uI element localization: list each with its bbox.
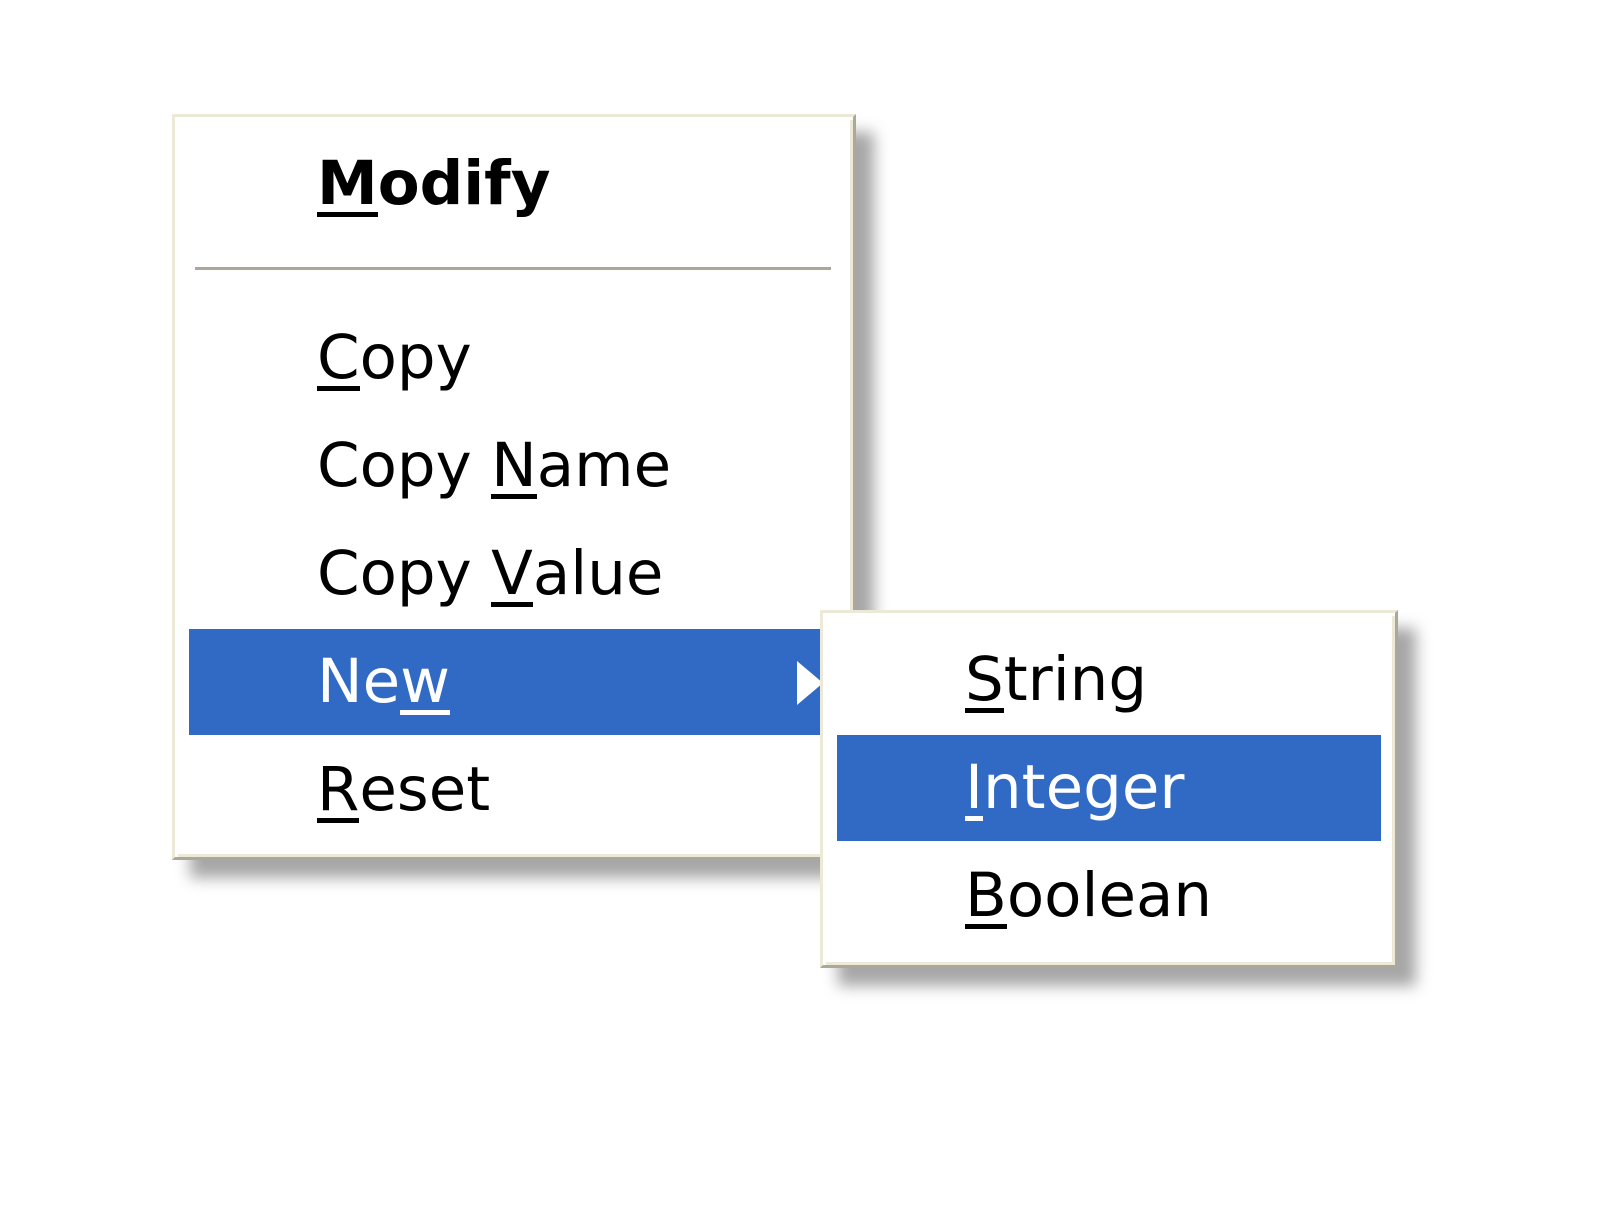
menu-item-label: Copy Value xyxy=(317,538,664,609)
menu-item-label: String xyxy=(965,644,1148,715)
mnemonic: S xyxy=(965,644,1004,715)
mnemonic: I xyxy=(965,752,983,823)
mnemonic: M xyxy=(317,148,378,219)
menu-item-copy[interactable]: Copy xyxy=(189,305,839,411)
submenu-item-boolean[interactable]: Boolean xyxy=(837,843,1381,949)
mnemonic: C xyxy=(317,322,360,393)
menu-item-label: Integer xyxy=(965,752,1185,823)
mnemonic: N xyxy=(491,430,537,501)
menu-item-copy-name[interactable]: Copy Name xyxy=(189,413,839,519)
mnemonic: B xyxy=(965,860,1007,931)
menu-item-label: Modify xyxy=(317,148,551,219)
menu-item-label: Copy Name xyxy=(317,430,672,501)
mnemonic: V xyxy=(491,538,533,609)
mnemonic: R xyxy=(317,754,360,825)
menu-item-reset[interactable]: Reset xyxy=(189,737,839,843)
new-submenu: String Integer Boolean xyxy=(820,610,1398,968)
submenu-item-string[interactable]: String xyxy=(837,627,1381,733)
context-menu: Modify Copy Copy Name Copy Value New Res… xyxy=(172,114,856,860)
menu-separator xyxy=(195,267,831,272)
menu-item-label: Reset xyxy=(317,754,491,825)
submenu-item-integer[interactable]: Integer xyxy=(837,735,1381,841)
menu-item-new[interactable]: New xyxy=(189,629,841,735)
menu-item-label: New xyxy=(317,646,451,717)
menu-item-modify[interactable]: Modify xyxy=(189,131,839,237)
submenu-arrow-icon xyxy=(797,661,823,705)
menu-item-label: Copy xyxy=(317,322,472,393)
menu-item-label: Boolean xyxy=(965,860,1213,931)
mnemonic: w xyxy=(400,646,451,717)
menu-item-copy-value[interactable]: Copy Value xyxy=(189,521,839,627)
